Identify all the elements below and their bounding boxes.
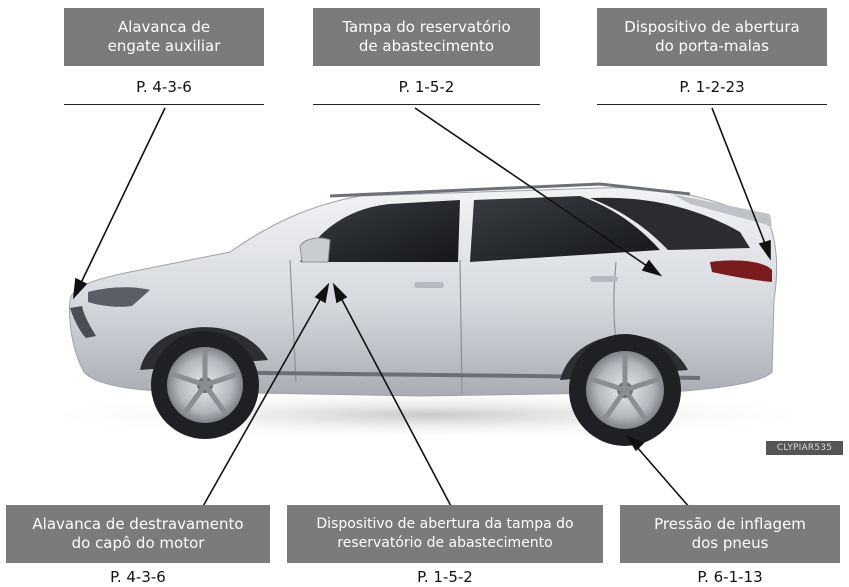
callout-capo-page[interactable]: P. 4-3-6 <box>110 568 166 586</box>
callout-tampa-page[interactable]: P. 1-5-2 <box>398 78 455 96</box>
car-shadow <box>30 389 830 441</box>
leader-engate <box>79 107 166 286</box>
callout-abertura-tampa-label: Dispositivo de abertura da tampa do rese… <box>287 505 603 563</box>
leader-porta-malas <box>711 107 767 247</box>
rear-window <box>470 196 660 262</box>
callout-abertura-tampa-page[interactable]: P. 1-5-2 <box>417 568 473 586</box>
callout-engate-label: Alavanca de engate auxiliar <box>64 8 264 66</box>
callout-porta-malas-page[interactable]: P. 1-2-23 <box>679 78 745 96</box>
callout-engate-rule <box>64 104 264 105</box>
leader-tampa <box>414 107 651 269</box>
callout-engate-page[interactable]: P. 4-3-6 <box>136 78 192 96</box>
leader-abertura-tampa <box>339 295 453 509</box>
callout-porta-malas-label: Dispositivo de abertura do porta-malas <box>597 8 827 66</box>
rear-wheel <box>569 334 681 446</box>
callout-porta-malas-rule <box>597 104 827 105</box>
image-code: CLYPIAR535 <box>766 441 843 455</box>
rear-quarter-glass <box>590 197 750 250</box>
front-window <box>300 200 460 262</box>
callout-pneus-page[interactable]: P. 6-1-13 <box>697 568 763 586</box>
headlight <box>88 287 150 307</box>
callout-pneus-label: Pressão de inflagem dos pneus <box>620 505 840 563</box>
callout-tampa-rule <box>313 104 540 105</box>
leader-pneus <box>635 445 691 509</box>
callout-capo-label: Alavanca de destravamento do capô do mot… <box>6 505 270 563</box>
leader-capo <box>201 295 323 509</box>
tail-light <box>710 260 772 282</box>
side-mirror <box>299 237 331 263</box>
callout-tampa-label: Tampa do reservatório de abastecimento <box>313 8 540 66</box>
front-wheel <box>151 331 259 439</box>
